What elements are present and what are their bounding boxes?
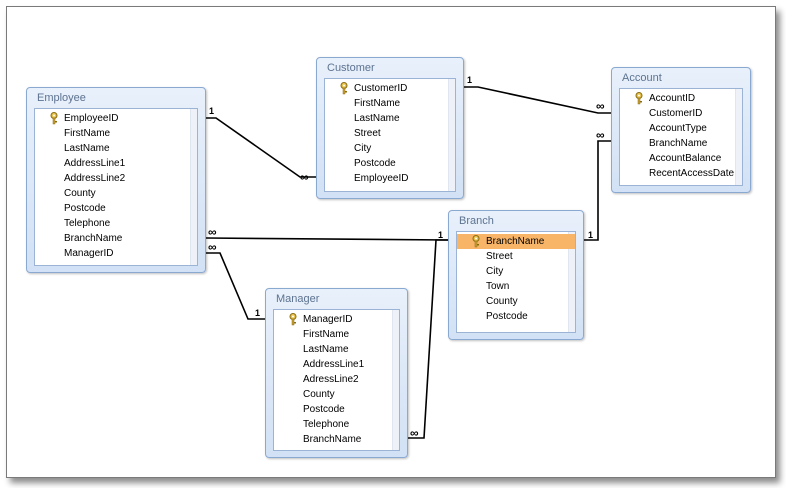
field-list[interactable]: EmployeeID FirstName LastName AddressLin… bbox=[34, 108, 198, 266]
field-county[interactable]: County bbox=[303, 389, 335, 400]
table-branch[interactable]: Branch BranchName Street City Town Count… bbox=[448, 210, 584, 340]
table-title[interactable]: Manager bbox=[276, 293, 320, 305]
field-list[interactable]: BranchName Street City Town County Postc… bbox=[456, 231, 576, 333]
rel-employee-manager bbox=[206, 252, 265, 320]
field-adressline2[interactable]: AdressLine2 bbox=[303, 374, 359, 385]
card-employee-manager-one: 1 bbox=[255, 308, 260, 318]
field-addressline1[interactable]: AddressLine1 bbox=[64, 158, 126, 169]
table-customer[interactable]: Customer CustomerID FirstName LastName S… bbox=[316, 57, 464, 199]
rel-customer-account bbox=[464, 86, 611, 114]
scrollbar[interactable] bbox=[392, 310, 399, 450]
field-managerid[interactable]: ManagerID bbox=[274, 312, 399, 327]
field-label: AccountID bbox=[649, 93, 696, 104]
card-customer-account-one: 1 bbox=[467, 75, 472, 85]
field-list[interactable]: ManagerID FirstName LastName AddressLine… bbox=[273, 309, 400, 451]
field-customerid[interactable]: CustomerID bbox=[325, 81, 455, 96]
field-town[interactable]: Town bbox=[486, 281, 510, 292]
field-county[interactable]: County bbox=[64, 188, 96, 199]
primary-key-icon bbox=[635, 92, 643, 105]
rel-branch-manager bbox=[408, 239, 448, 439]
primary-key-icon bbox=[50, 112, 58, 125]
field-accounttype[interactable]: AccountType bbox=[649, 123, 707, 134]
field-telephone[interactable]: Telephone bbox=[64, 218, 111, 229]
table-employee[interactable]: Employee EmployeeID FirstName LastName A… bbox=[26, 87, 206, 273]
card-branch-manager-many: ∞ bbox=[410, 426, 419, 440]
field-firstname[interactable]: FirstName bbox=[64, 128, 111, 139]
field-list[interactable]: AccountID CustomerID AccountType BranchN… bbox=[619, 88, 743, 186]
field-city[interactable]: City bbox=[354, 143, 372, 154]
field-customerid[interactable]: CustomerID bbox=[649, 108, 703, 119]
card-branch-account-many: ∞ bbox=[596, 128, 605, 142]
field-addressline2[interactable]: AddressLine2 bbox=[64, 173, 126, 184]
scrollbar[interactable] bbox=[568, 232, 575, 332]
card-employee-customer-many: ∞ bbox=[300, 170, 309, 184]
field-employeeid[interactable]: EmployeeID bbox=[354, 173, 409, 184]
field-telephone[interactable]: Telephone bbox=[303, 419, 350, 430]
scrollbar[interactable] bbox=[190, 109, 197, 265]
field-postcode[interactable]: Postcode bbox=[486, 311, 528, 322]
field-street[interactable]: Street bbox=[486, 251, 513, 262]
field-city[interactable]: City bbox=[486, 266, 504, 277]
field-accountbalance[interactable]: AccountBalance bbox=[649, 153, 722, 164]
rel-employee-customer bbox=[206, 117, 316, 178]
field-lastname[interactable]: LastName bbox=[303, 344, 349, 355]
field-firstname[interactable]: FirstName bbox=[303, 329, 350, 340]
field-addressline1[interactable]: AddressLine1 bbox=[303, 359, 365, 370]
card-customer-account-many: ∞ bbox=[596, 99, 605, 113]
field-managerid[interactable]: ManagerID bbox=[64, 248, 114, 259]
primary-key-icon bbox=[472, 235, 480, 248]
card-employee-branch-one: 1 bbox=[438, 230, 443, 240]
field-branchname[interactable]: BranchName bbox=[649, 138, 708, 149]
card-employee-manager-many: ∞ bbox=[208, 240, 217, 254]
field-label: BranchName bbox=[486, 236, 545, 247]
table-title[interactable]: Employee bbox=[37, 92, 86, 104]
rel-branch-account bbox=[584, 140, 611, 241]
card-branch-account-one: 1 bbox=[588, 230, 593, 240]
field-list[interactable]: CustomerID FirstName LastName Street Cit… bbox=[324, 78, 456, 192]
field-branchname[interactable]: BranchName bbox=[457, 234, 575, 249]
scrollbar[interactable] bbox=[735, 89, 742, 185]
field-recentaccessdate[interactable]: RecentAccessDate bbox=[649, 168, 735, 179]
field-label: CustomerID bbox=[354, 83, 408, 94]
field-lastname[interactable]: LastName bbox=[64, 143, 110, 154]
scrollbar[interactable] bbox=[448, 79, 455, 191]
field-label: ManagerID bbox=[303, 314, 353, 325]
field-street[interactable]: Street bbox=[354, 128, 381, 139]
field-employeeid[interactable]: EmployeeID bbox=[35, 111, 197, 126]
card-employee-branch-many: ∞ bbox=[208, 225, 217, 239]
rel-employee-branch bbox=[205, 237, 449, 241]
card-employee-customer-one: 1 bbox=[209, 106, 214, 116]
primary-key-icon bbox=[289, 313, 297, 326]
field-accountid[interactable]: AccountID bbox=[620, 91, 742, 106]
table-title[interactable]: Account bbox=[622, 72, 662, 84]
field-county[interactable]: County bbox=[486, 296, 518, 307]
table-title[interactable]: Branch bbox=[459, 215, 494, 227]
primary-key-icon bbox=[340, 82, 348, 95]
field-postcode[interactable]: Postcode bbox=[303, 404, 345, 415]
table-account[interactable]: Account AccountID CustomerID AccountType… bbox=[611, 67, 751, 193]
field-branchname[interactable]: BranchName bbox=[64, 233, 123, 244]
field-branchname[interactable]: BranchName bbox=[303, 434, 362, 445]
field-postcode[interactable]: Postcode bbox=[64, 203, 106, 214]
field-postcode[interactable]: Postcode bbox=[354, 158, 396, 169]
table-title[interactable]: Customer bbox=[327, 62, 375, 74]
table-manager[interactable]: Manager ManagerID FirstName LastName Add… bbox=[265, 288, 408, 458]
field-label: EmployeeID bbox=[64, 113, 119, 124]
field-lastname[interactable]: LastName bbox=[354, 113, 400, 124]
field-firstname[interactable]: FirstName bbox=[354, 98, 401, 109]
